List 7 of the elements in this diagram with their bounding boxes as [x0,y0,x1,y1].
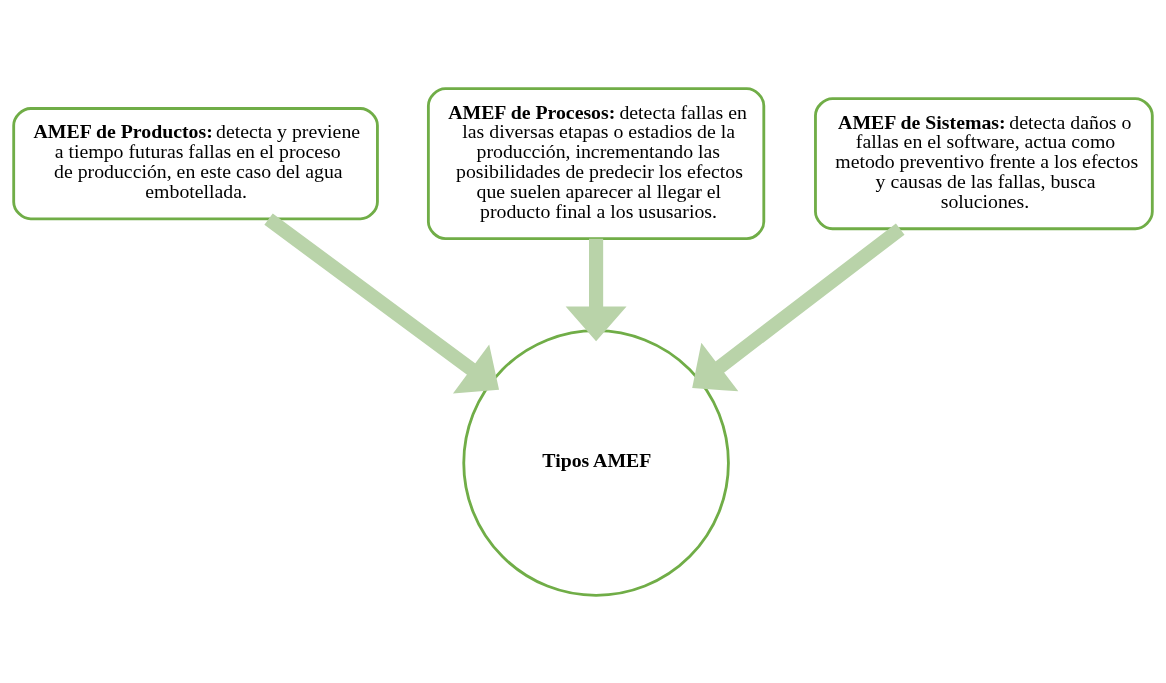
node-box: AMEF de Procesos: detecta fallas en las diversas etapas o estadios de la producción, incrementando las posibilidades de predecir los efectos que suelen aparecer al llegar el producto final a los ususarios. [426,86,766,240]
node-box: AMEF de Sistemas: detecta daños o fallas en el software, actua como metodo preventivo frente a los efectos y causas de las fallas, busca soluciones. [814,96,1154,230]
node-circle: Tipos AMEF [462,328,730,597]
arrow [692,222,905,391]
node-box: AMEF de Productos: detecta y previene a tiempo futuras fallas en el proceso de producción, en este caso del agua embotellada. [12,106,379,220]
arrow [264,212,500,393]
arrow [565,238,627,341]
